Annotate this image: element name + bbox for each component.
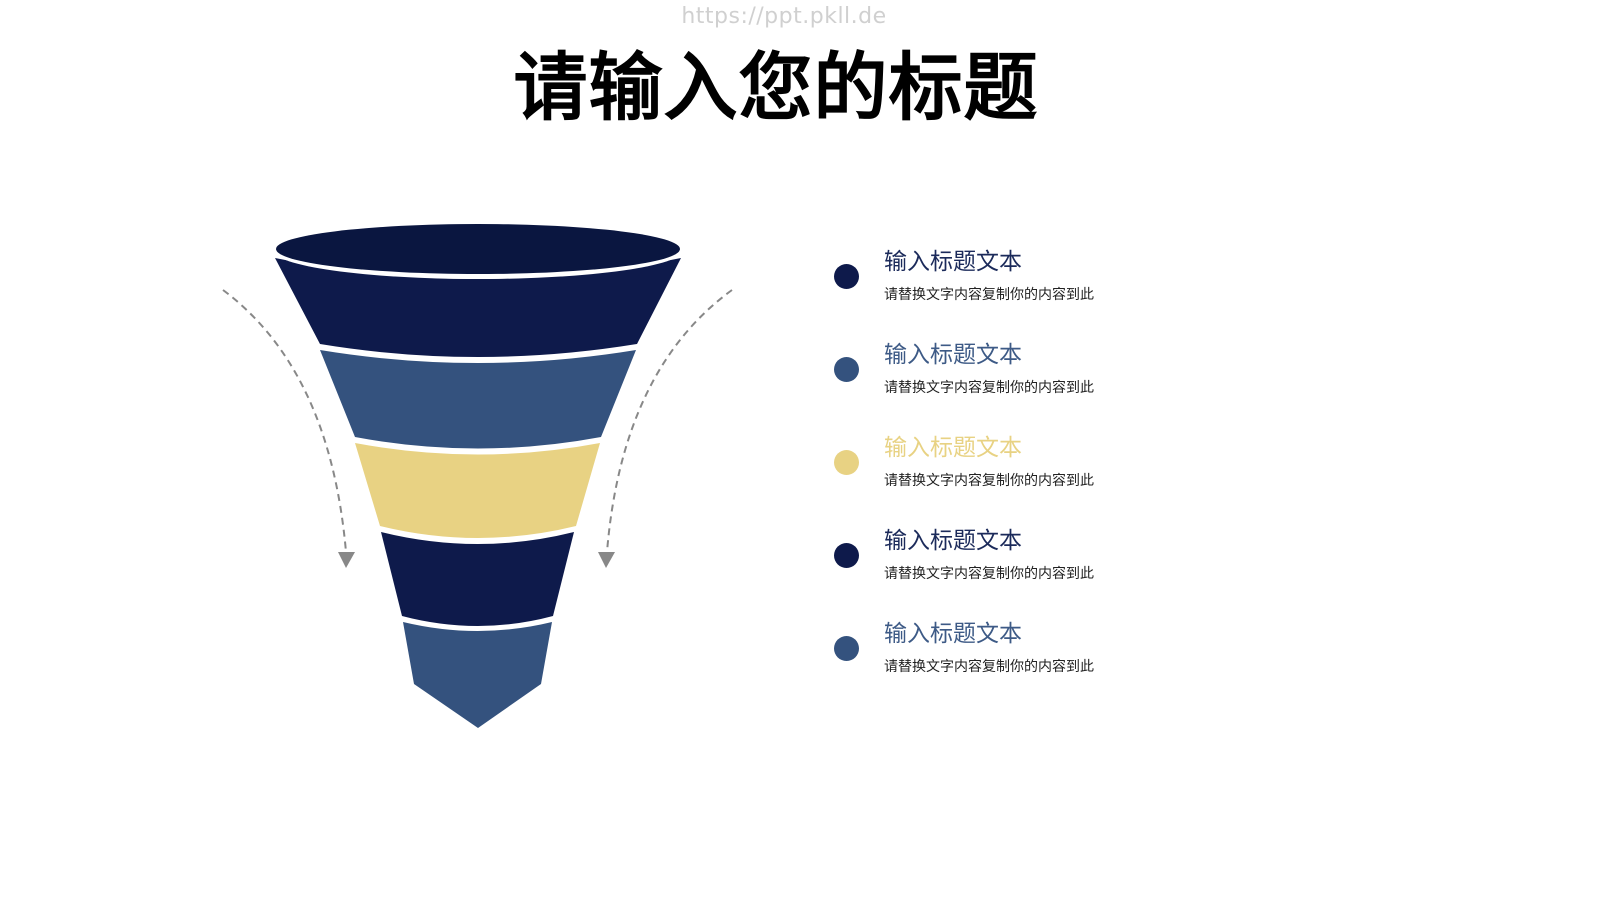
arrow-down-icon xyxy=(598,552,615,568)
arrow-down-icon xyxy=(338,552,355,568)
bullet-dot-icon xyxy=(834,264,859,289)
right-flow-arrow xyxy=(598,289,733,568)
bullet-dot-icon xyxy=(834,636,859,661)
left-flow-arrow xyxy=(222,289,355,568)
legend-item-4: 输入标题文本 请替换文字内容复制你的内容到此 xyxy=(832,517,1152,610)
item-description: 请替换文字内容复制你的内容到此 xyxy=(884,380,1094,396)
legend-item-1: 输入标题文本 请替换文字内容复制你的内容到此 xyxy=(832,238,1152,331)
funnel-layer-3 xyxy=(355,443,600,538)
item-title: 输入标题文本 xyxy=(884,621,1022,647)
funnel-layer-2 xyxy=(320,350,636,449)
funnel-layer-1 xyxy=(275,258,681,357)
funnel-layer-4 xyxy=(381,532,574,626)
legend-list: 输入标题文本 请替换文字内容复制你的内容到此 输入标题文本 请替换文字内容复制你… xyxy=(832,238,1152,703)
item-description: 请替换文字内容复制你的内容到此 xyxy=(884,566,1094,582)
item-title: 输入标题文本 xyxy=(884,435,1022,461)
bullet-dot-icon xyxy=(834,357,859,382)
bullet-dot-icon xyxy=(834,450,859,475)
item-title: 输入标题文本 xyxy=(884,249,1022,275)
legend-item-3: 输入标题文本 请替换文字内容复制你的内容到此 xyxy=(832,424,1152,517)
slide-title: 请输入您的标题 xyxy=(513,45,1039,131)
bullet-dot-icon xyxy=(834,543,859,568)
legend-item-5: 输入标题文本 请替换文字内容复制你的内容到此 xyxy=(832,610,1152,703)
funnel-top-opening xyxy=(276,224,680,274)
item-title: 输入标题文本 xyxy=(884,342,1022,368)
item-description: 请替换文字内容复制你的内容到此 xyxy=(884,287,1094,303)
funnel-layer-5 xyxy=(403,622,552,728)
legend-item-2: 输入标题文本 请替换文字内容复制你的内容到此 xyxy=(832,331,1152,424)
item-description: 请替换文字内容复制你的内容到此 xyxy=(884,659,1094,675)
item-description: 请替换文字内容复制你的内容到此 xyxy=(884,473,1094,489)
item-title: 输入标题文本 xyxy=(884,528,1022,554)
watermark-text: https://ppt.pkll.de xyxy=(681,4,887,29)
